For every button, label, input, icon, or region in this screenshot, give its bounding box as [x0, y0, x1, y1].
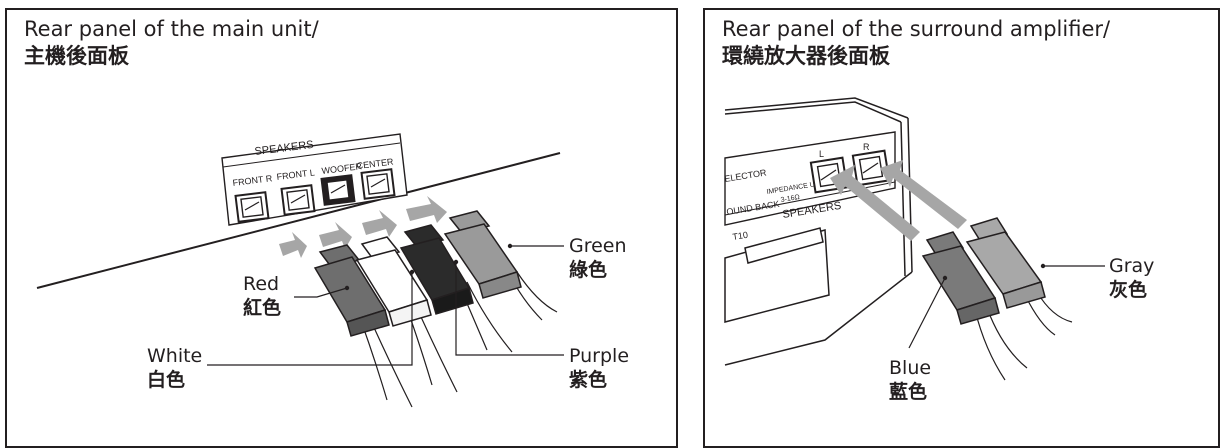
right-panel-title: Rear panel of the surround amplifier/ 環繞… [722, 16, 1110, 70]
speaker-terminal-plate: SPEAKERS FRONT R FRONT L WOOFER CENTER [221, 133, 408, 226]
arrow-green [406, 196, 447, 223]
label-red-zh: 紅色 [243, 297, 282, 319]
dot-purple [453, 259, 459, 265]
arrow-white [319, 222, 352, 249]
dot-blue [942, 275, 948, 281]
leader-white [207, 272, 413, 366]
jack-label-center: CENTER [356, 156, 394, 170]
leader-blue [908, 277, 946, 349]
amp-terminal-plate: ELECTOR OUND BACK IMPEDANCE USE 3-16Ω SP… [724, 131, 896, 242]
arrow-purple [362, 210, 397, 237]
arrow-gray [880, 160, 967, 229]
dot-green [507, 243, 513, 249]
jack-l-label: L [819, 149, 824, 159]
label-blue-en: Blue [889, 357, 932, 379]
jack-woofer [320, 174, 356, 206]
plug-green [443, 210, 522, 299]
arrow-red [279, 232, 307, 258]
insertion-arrows [279, 196, 447, 258]
right-title-en: Rear panel of the surround amplifier/ [722, 17, 1111, 41]
left-panel: Rear panel of the main unit/ 主機後面板 SPEAK… [5, 8, 678, 448]
label-purple-zh: 紫色 [569, 369, 608, 391]
leader-lines [207, 245, 564, 366]
label-gray: Gray 灰色 [1109, 254, 1154, 302]
left-panel-title: Rear panel of the main unit/ 主機後面板 [24, 16, 319, 70]
label-blue-zh: 藍色 [889, 381, 928, 403]
jack-r-label: R [863, 142, 870, 152]
label-gray-zh: 灰色 [1109, 279, 1148, 301]
plug-purple [399, 224, 474, 315]
jack-label-front-r: FRONT R [232, 173, 273, 188]
label-red: Red 紅色 [243, 272, 281, 320]
jack-center [360, 168, 396, 200]
label-white: White 白色 [147, 344, 202, 392]
plug-blue [921, 231, 1000, 325]
label-purple-en: Purple [569, 345, 630, 367]
t10-text: T10 [732, 230, 749, 242]
arrow-blue [830, 165, 920, 241]
right-panel: Rear panel of the surround amplifier/ 環繞… [703, 8, 1220, 448]
left-title-en: Rear panel of the main unit/ [24, 17, 319, 41]
label-blue: Blue 藍色 [889, 356, 931, 404]
leader-purple [455, 262, 564, 356]
amp-leader-lines [908, 265, 1105, 349]
jack-r [851, 149, 891, 187]
label-green: Green 綠色 [569, 234, 627, 282]
label-gray-en: Gray [1109, 255, 1155, 277]
jack-label-front-l: FRONT L [276, 167, 315, 182]
jack-label-woofer: WOOFER [321, 161, 363, 176]
leader-red [294, 287, 348, 298]
right-title-zh: 環繞放大器後面板 [722, 44, 890, 68]
label-white-en: White [147, 345, 203, 367]
left-title-zh: 主機後面板 [24, 44, 129, 68]
amp-insertion-arrows [830, 160, 967, 241]
label-green-zh: 綠色 [569, 259, 608, 281]
amplifier-body [724, 97, 913, 366]
label-green-en: Green [569, 235, 627, 257]
impedance-line2: 3-16Ω [780, 194, 800, 204]
surround-amplifier-illustration: ELECTOR OUND BACK IMPEDANCE USE 3-16Ω SP… [724, 97, 1105, 381]
label-white-zh: 白色 [147, 369, 186, 391]
jack-front-l [280, 184, 316, 216]
plug-red [313, 244, 390, 337]
dot-gray [1040, 263, 1046, 269]
jack-front-r [234, 191, 270, 223]
label-red-en: Red [243, 273, 280, 295]
dot-red [344, 285, 350, 291]
plug-white [355, 236, 432, 327]
cabinet-edge [36, 152, 561, 289]
plug-gray [965, 217, 1046, 309]
main-unit-illustration: SPEAKERS FRONT R FRONT L WOOFER CENTER [36, 133, 564, 408]
dot-white [409, 269, 415, 275]
label-purple: Purple 紫色 [569, 344, 629, 392]
